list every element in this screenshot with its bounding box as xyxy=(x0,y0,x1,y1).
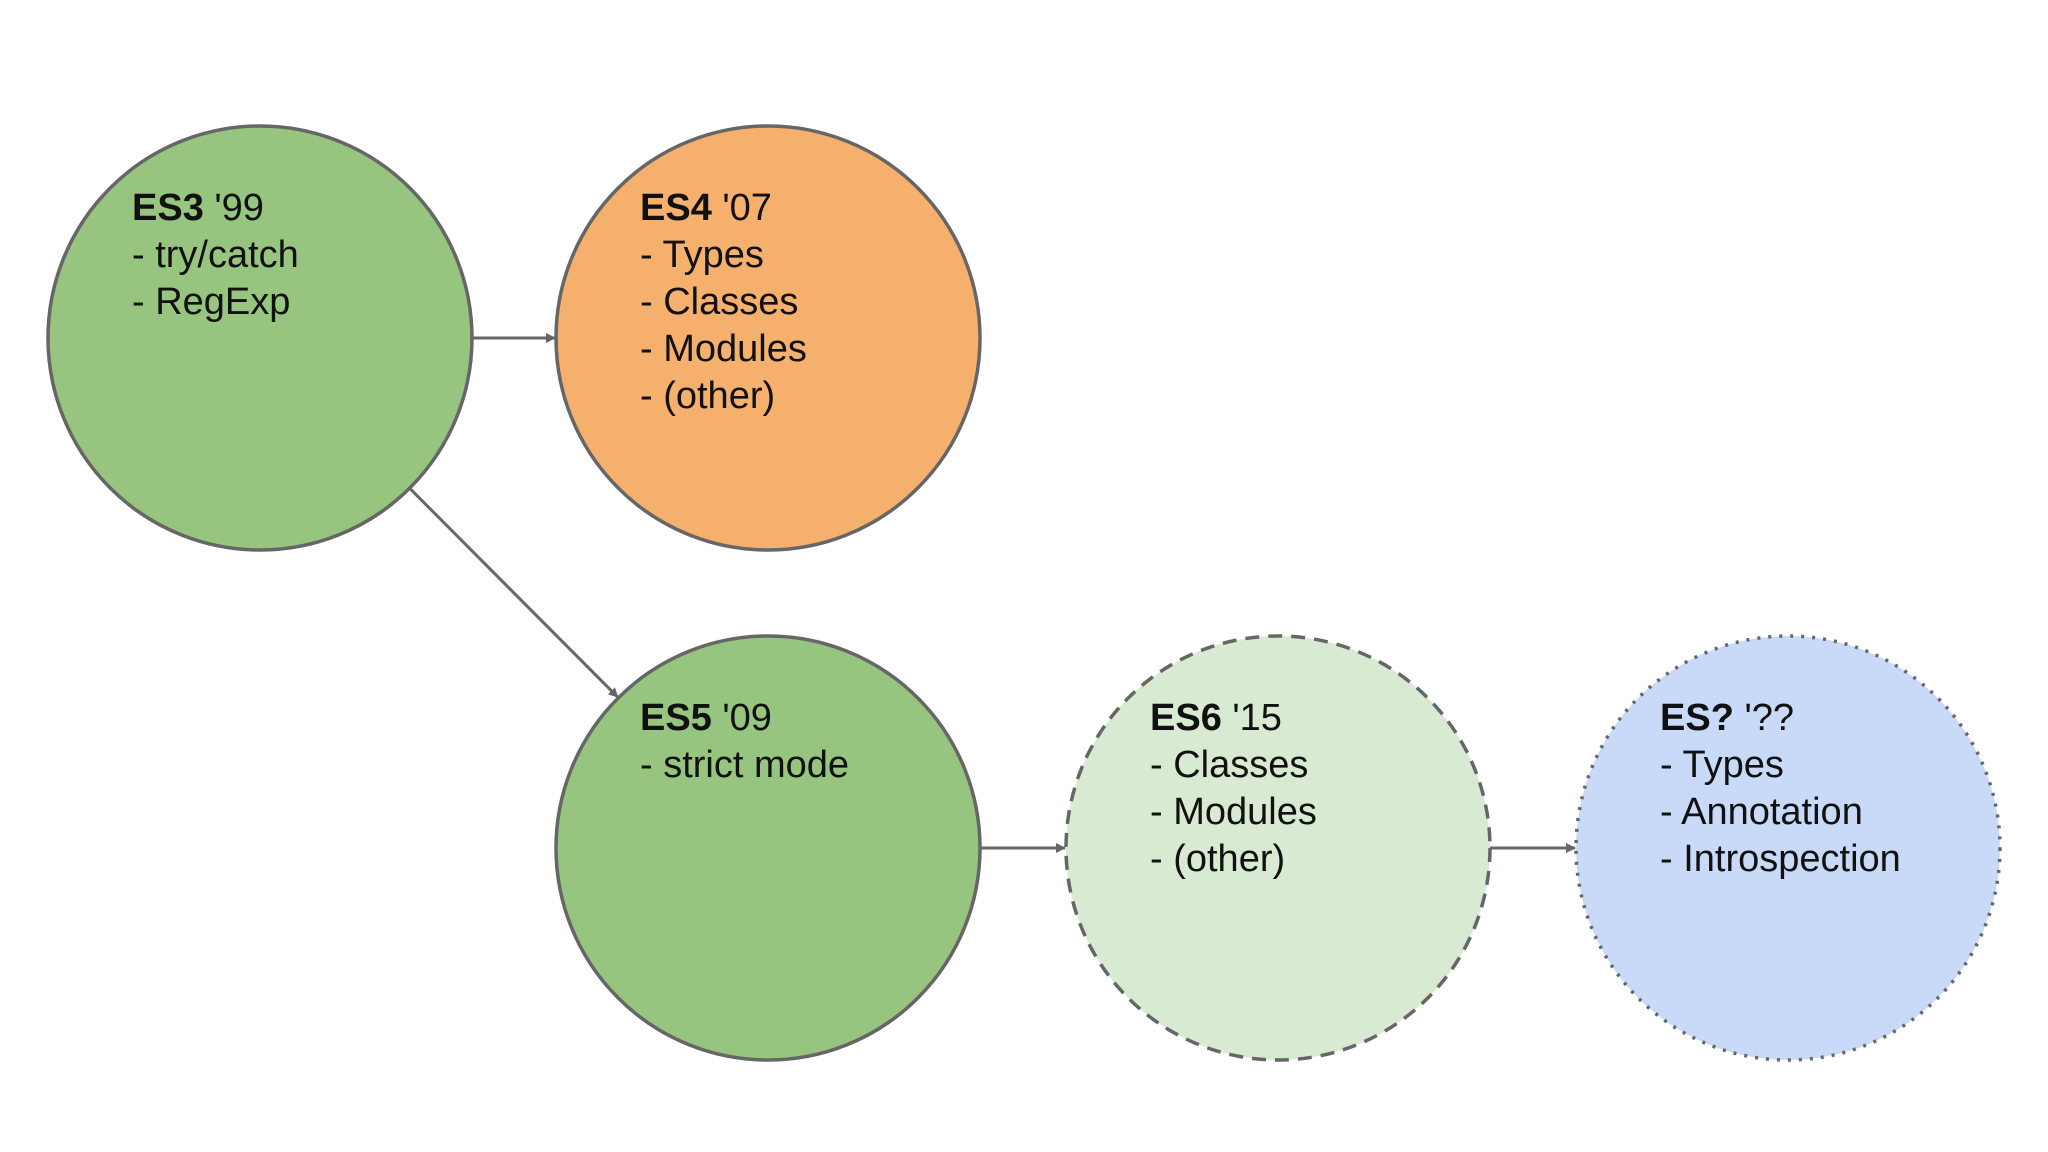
node-item-es6-2: - (other) xyxy=(1150,838,1285,880)
node-name: ES5 xyxy=(640,697,712,739)
node-year: '09 xyxy=(712,697,772,739)
node-esnext: ES? '?? - Types - Annotation - Introspectio… xyxy=(1574,634,2002,1062)
node-year: '07 xyxy=(712,187,772,229)
node-circle-es4 xyxy=(554,124,982,552)
node-es6: ES6 '15 - Classes - Modules - (other) xyxy=(1064,634,1492,1062)
edges-layer xyxy=(408,333,1576,853)
node-item-esnext-1: - Annotation xyxy=(1660,791,1863,833)
node-name: ES? xyxy=(1660,697,1734,739)
node-item-es4-2: - Modules xyxy=(640,328,807,370)
node-item-es5-0: - strict mode xyxy=(640,744,849,786)
node-name: ES4 xyxy=(640,187,712,229)
node-circle-esnext xyxy=(1574,634,2002,1062)
node-item-es4-1: - Classes xyxy=(640,281,798,323)
node-title-es5: ES5 '09 xyxy=(640,697,772,739)
node-title-es6: ES6 '15 xyxy=(1150,697,1282,739)
node-title-es4: ES4 '07 xyxy=(640,187,772,229)
node-item-es3-0: - try/catch xyxy=(132,234,299,276)
node-circle-es3 xyxy=(46,124,474,552)
node-es4: ES4 '07 - Types - Classes - Modules - (other… xyxy=(554,124,982,552)
node-circle-es5 xyxy=(554,634,982,1062)
node-title-esnext: ES? '?? xyxy=(1660,697,1794,739)
node-es5: ES5 '09 - strict mode xyxy=(554,634,982,1062)
node-year: '15 xyxy=(1222,697,1282,739)
node-name: ES6 xyxy=(1150,697,1222,739)
node-circle-es6 xyxy=(1064,634,1492,1062)
node-year: '?? xyxy=(1734,697,1794,739)
node-item-es6-0: - Classes xyxy=(1150,744,1308,786)
node-item-es4-3: - (other) xyxy=(640,375,775,417)
nodes-layer: ES3 '99 - try/catch - RegExp ES4 '07 - Types… xyxy=(46,124,2002,1062)
node-item-esnext-0: - Types xyxy=(1660,744,1784,786)
node-item-esnext-2: - Introspection xyxy=(1660,838,1901,880)
node-name: ES3 xyxy=(132,187,204,229)
node-item-es4-0: - Types xyxy=(640,234,764,276)
arrow-es3-to-es5 xyxy=(408,487,619,699)
node-title-es3: ES3 '99 xyxy=(132,187,264,229)
node-es3: ES3 '99 - try/catch - RegExp xyxy=(46,124,474,552)
node-year: '99 xyxy=(204,187,264,229)
node-item-es3-1: - RegExp xyxy=(132,281,290,323)
node-item-es6-1: - Modules xyxy=(1150,791,1317,833)
